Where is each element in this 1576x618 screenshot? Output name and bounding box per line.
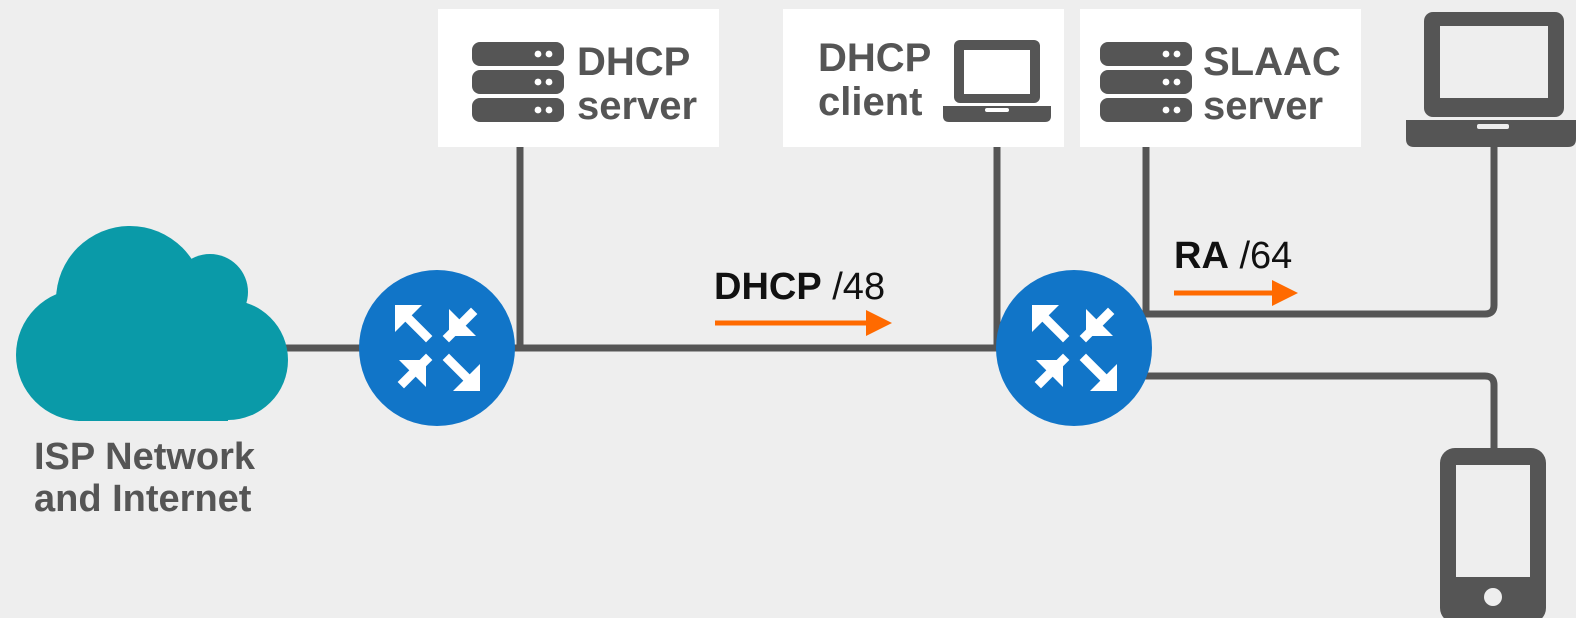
dhcp-arrow [715, 310, 892, 336]
laptop-icon [943, 40, 1051, 122]
ra-flow-protocol: RA [1174, 235, 1229, 277]
dhcp-server-label-line1: DHCP [577, 40, 691, 84]
ra-flow-label: RA /64 [1174, 234, 1292, 278]
link-router2-to-phone [1140, 372, 1498, 452]
server-icon [472, 42, 564, 122]
link-router2-to-laptop [1140, 140, 1498, 318]
ra-arrow [1174, 280, 1298, 306]
dhcp-flow-prefix: /48 [832, 266, 886, 308]
dhcp-client-label-line1: DHCP [818, 36, 932, 80]
slaac-server-label: SLAAC server [1203, 40, 1341, 128]
isp-label: ISP Network and Internet [34, 436, 255, 520]
server-icon [1100, 42, 1192, 122]
laptop-icon [1406, 12, 1576, 147]
router-icon [359, 270, 515, 426]
connection-lines [285, 118, 1498, 452]
dhcp-client-label: DHCP client [818, 36, 931, 124]
dhcp-server-label-line2: server [577, 84, 698, 128]
slaac-server-label-line2: server [1203, 84, 1324, 128]
dhcp-flow-protocol: DHCP [714, 266, 822, 308]
slaac-server-label-line1: SLAAC [1203, 40, 1341, 84]
smartphone-icon [1440, 448, 1546, 618]
cloud-icon [16, 226, 288, 421]
router-icon [996, 270, 1152, 426]
dhcp-flow-label: DHCP /48 [714, 265, 885, 309]
dhcp-client-label-line2: client [818, 80, 923, 124]
ra-flow-prefix: /64 [1239, 235, 1293, 277]
dhcp-server-label: DHCP server [577, 40, 697, 128]
isp-label-line1: ISP Network [34, 436, 256, 478]
isp-label-line2: and Internet [34, 478, 252, 520]
